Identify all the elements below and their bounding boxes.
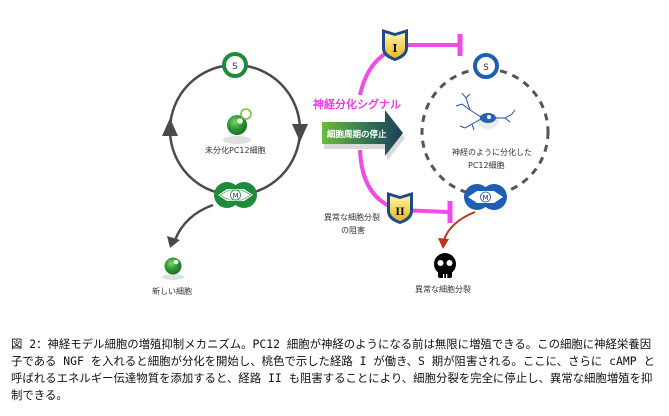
pathway-2-shield-icon	[387, 192, 413, 224]
skull-icon	[434, 253, 456, 278]
abnormal-division-label: 異常な細胞分裂	[415, 285, 471, 294]
undifferentiated-cell-icon	[223, 108, 252, 144]
figure-caption: 図 2：神経モデル細胞の増殖抑制メカニズム。PC12 細胞が神経のようになる前は…	[11, 337, 655, 402]
undifferentiated-cell-label: 未分化PC12細胞	[205, 146, 266, 155]
abnormal-arrow-head-icon	[438, 238, 449, 249]
left-m-phase-node	[214, 182, 257, 208]
pathway-1-line	[358, 43, 458, 96]
new-cell-icon	[162, 257, 184, 280]
cycle-arrow-down-icon	[292, 124, 308, 142]
left-m-label: M	[232, 192, 238, 200]
pathway-2-caption-line2: の阻害	[341, 226, 365, 235]
left-s-phase-node	[222, 52, 248, 78]
cycle-arrow-up-icon	[162, 118, 178, 136]
new-cell-label: 新しい細胞	[152, 287, 192, 296]
division-arrow	[173, 203, 214, 241]
cell-cycle-arrest-arrow	[322, 110, 405, 161]
left-s-label: S	[232, 62, 238, 72]
differentiation-signal-title: 神経分化シグナル	[313, 98, 401, 111]
pathway-1-shield-icon	[382, 29, 408, 61]
right-s-phase-node	[473, 53, 499, 79]
division-arrow-head-icon	[167, 236, 180, 248]
right-cycle-ring	[420, 67, 550, 197]
pathway-2-numeral: II	[395, 207, 405, 218]
neuron-label-line2: PC12細胞	[468, 161, 505, 170]
differentiated-neuron-icon	[455, 92, 516, 131]
right-s-label: S	[483, 63, 489, 73]
pathway-2-caption-line1: 異常な細胞分裂	[324, 213, 380, 222]
cell-cycle-diagram: I II S M S M 未分化PC12細胞 新しい細胞 神経分化シグナル 細胞…	[152, 29, 550, 296]
abnormal-division-arrow	[443, 211, 476, 241]
right-m-phase-node	[464, 184, 507, 210]
right-m-label: M	[482, 194, 488, 202]
pathway-1-numeral: I	[392, 42, 397, 55]
neuron-label-line1: 神経のように分化した	[452, 148, 532, 157]
cell-cycle-arrest-label: 細胞周期の停止	[327, 130, 387, 140]
